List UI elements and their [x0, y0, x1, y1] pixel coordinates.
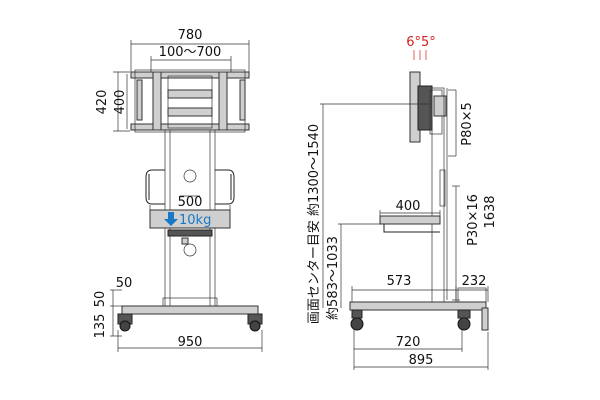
- side-pole-height: 1638: [483, 195, 498, 228]
- side-shelf-depth: 400: [396, 199, 421, 214]
- front-dim-50-top: 50: [116, 276, 133, 291]
- front-view: 780 100〜700 420 400: [93, 28, 263, 352]
- front-shelf-width: 500: [178, 195, 203, 210]
- side-view: 6°5° P80×5 画面センター目安 約1300〜1540 400 約58: [307, 35, 498, 370]
- down-arrow-icon: [164, 212, 178, 226]
- side-shelf-height: 約583〜1033: [326, 236, 341, 320]
- front-dim-50-side: 50: [93, 291, 108, 308]
- front-width-adjust: 100〜700: [159, 45, 222, 60]
- front-shelf-load: 10kg: [179, 213, 211, 228]
- front-height-420: 420: [95, 90, 110, 115]
- side-pitch-p80: P80×5: [460, 102, 475, 146]
- front-dim-135: 135: [93, 314, 108, 339]
- front-base-width: 950: [178, 335, 203, 350]
- side-base-232: 232: [462, 274, 487, 289]
- side-base-720: 720: [396, 335, 421, 350]
- side-center-height: 画面センター目安 約1300〜1540: [307, 124, 322, 324]
- side-tilt: 6°5°: [406, 35, 436, 50]
- side-shelf-pitch: P30×16: [466, 194, 481, 246]
- front-width-780: 780: [178, 28, 203, 43]
- front-height-400: 400: [113, 90, 128, 115]
- side-base-895: 895: [409, 353, 434, 368]
- side-base-573: 573: [387, 274, 412, 289]
